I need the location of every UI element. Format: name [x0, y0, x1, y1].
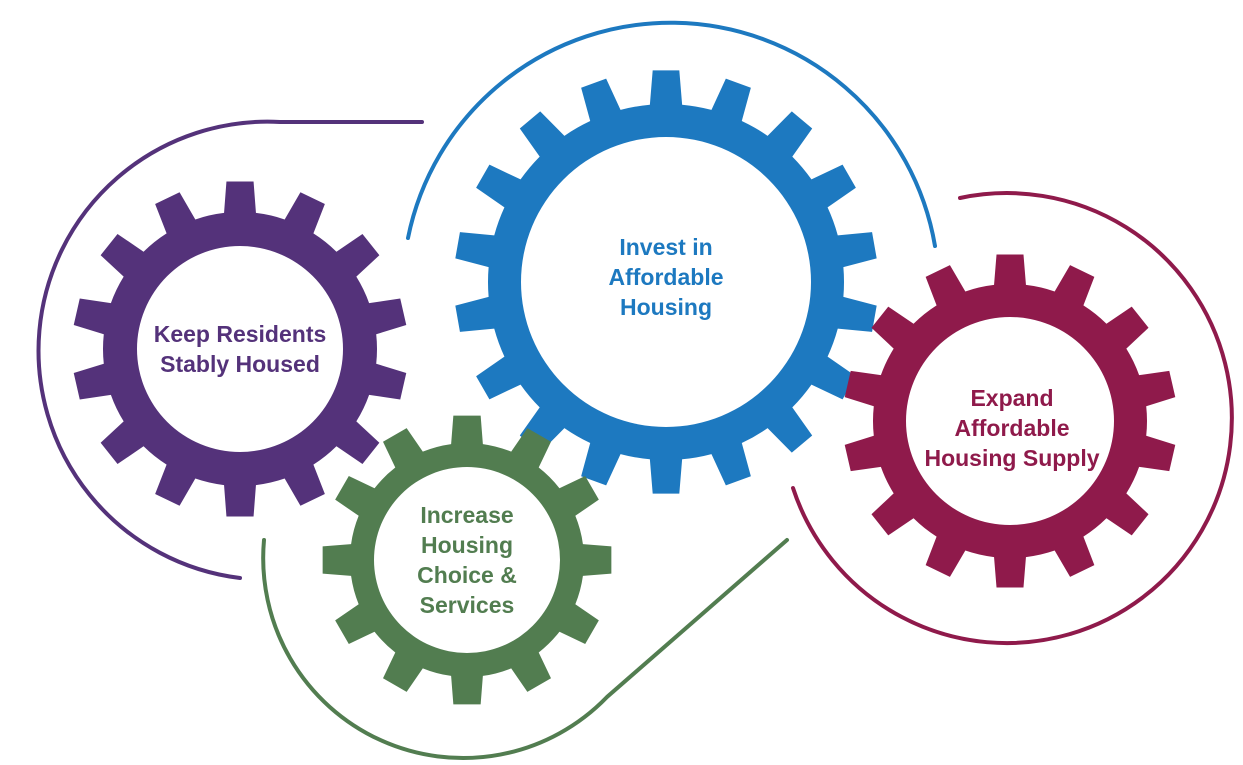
label-line: Affordable	[608, 264, 724, 290]
label-line: Expand	[970, 385, 1054, 411]
label-line: Increase	[420, 502, 514, 528]
magenta-gear	[844, 254, 1176, 588]
label-line: Invest in	[619, 234, 713, 260]
purple-connector-arc	[36, 119, 424, 580]
label-line: Choice &	[417, 562, 517, 588]
magenta-connector-arc	[791, 191, 1234, 646]
label-line: Affordable	[954, 415, 1070, 441]
green-gear	[322, 415, 612, 705]
label-line: Stably Housed	[160, 351, 320, 377]
label-line: Housing	[421, 532, 513, 558]
label-line: Housing	[620, 294, 712, 320]
label-line: Services	[419, 592, 515, 618]
blue-gear	[455, 70, 877, 494]
gear-label-keep-residents: Keep Residents Stably Housed	[154, 319, 327, 379]
label-line: Housing Supply	[924, 445, 1100, 471]
label-line: Keep Residents	[153, 321, 327, 347]
gear-label-increase-choice: Increase Housing Choice & Services	[417, 500, 517, 620]
blue-connector-arc	[406, 20, 937, 248]
gear-label-invest: Invest in Affordable Housing	[609, 232, 724, 322]
gear-label-expand-supply: Expand Affordable Housing Supply	[924, 383, 1099, 473]
green-connector-arc	[261, 538, 789, 760]
purple-gear	[73, 181, 407, 517]
